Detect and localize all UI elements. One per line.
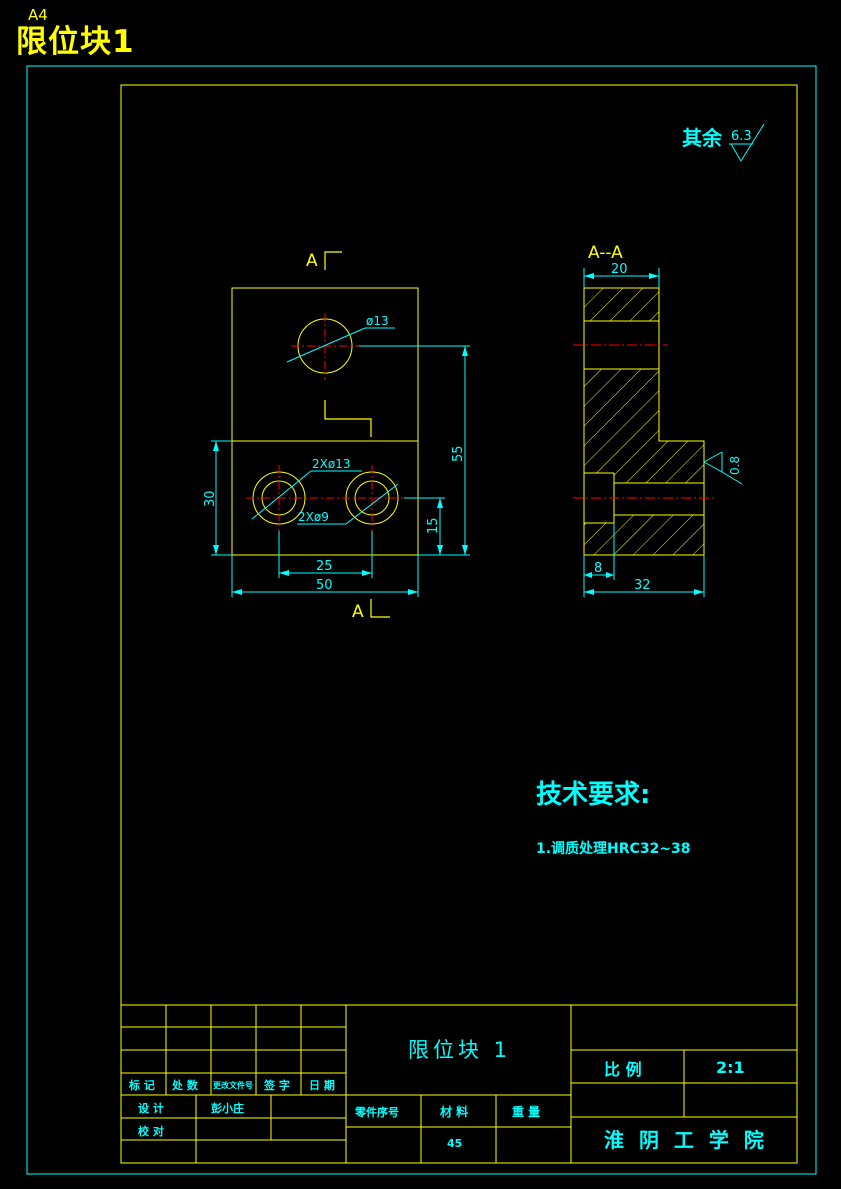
section-title: A--A bbox=[588, 243, 623, 263]
rev-header-date: 日 期 bbox=[309, 1078, 335, 1092]
check-label: 校 对 bbox=[138, 1124, 164, 1138]
roughness-symbol-icon bbox=[729, 123, 765, 162]
material-value: 45 bbox=[447, 1137, 462, 1150]
section-marker-top: A bbox=[306, 251, 318, 271]
section-view: A--A 20 8 32 bbox=[573, 243, 743, 597]
scale-label: 比 例 bbox=[604, 1060, 642, 1079]
inner-frame bbox=[120, 84, 798, 1164]
rev-header-count: 处 数 bbox=[171, 1078, 199, 1092]
design-label: 设 计 bbox=[138, 1101, 164, 1115]
material-label: 材 料 bbox=[439, 1104, 468, 1119]
rev-header-sign: 签 字 bbox=[263, 1078, 290, 1092]
dim-hole-top: ø13 bbox=[366, 314, 389, 328]
title-block bbox=[121, 1004, 797, 1163]
dim-bore-depth: 8 bbox=[594, 561, 602, 576]
rev-header-doc: 更改文件号 bbox=[213, 1080, 253, 1090]
weight-label: 重 量 bbox=[512, 1104, 540, 1119]
designer-name: 彭小庄 bbox=[211, 1101, 244, 1115]
front-view: A ø13 2Xø13 2Xø9 bbox=[203, 251, 470, 622]
paper-size-label: A4 bbox=[28, 6, 48, 24]
roughness-section-value: 0.8 bbox=[728, 456, 742, 475]
dim-hole-height: 15 bbox=[426, 517, 441, 534]
dim-bottom-width: 32 bbox=[634, 578, 651, 593]
dim-height-total: 55 bbox=[451, 445, 466, 462]
rev-header-mark: 标 记 bbox=[128, 1078, 155, 1092]
part-no-label: 零件序号 bbox=[354, 1105, 399, 1119]
roughness-section-icon bbox=[703, 451, 743, 485]
dim-width: 50 bbox=[316, 578, 333, 593]
dim-hole-spacing: 25 bbox=[316, 559, 333, 574]
dim-counterbore: 2Xø13 bbox=[312, 457, 350, 471]
school-name: 淮 阴 工 学 院 bbox=[604, 1128, 768, 1152]
drawing-title: 限位块1 bbox=[16, 24, 135, 60]
roughness-label: 其余 bbox=[682, 126, 723, 150]
roughness-value: 6.3 bbox=[731, 129, 752, 144]
title-block-part-name: 限位块 1 bbox=[408, 1038, 511, 1062]
scale-value: 2:1 bbox=[716, 1058, 745, 1077]
outer-border bbox=[26, 65, 817, 1175]
section-marker-bottom: A bbox=[352, 602, 364, 622]
tech-heading: 技术要求: bbox=[536, 780, 650, 810]
dim-height-lower: 30 bbox=[203, 490, 218, 507]
dim-top-width: 20 bbox=[611, 262, 628, 277]
dim-through-hole: 2Xø9 bbox=[298, 510, 329, 524]
tech-item: 1.调质处理HRC32~38 bbox=[536, 840, 691, 857]
